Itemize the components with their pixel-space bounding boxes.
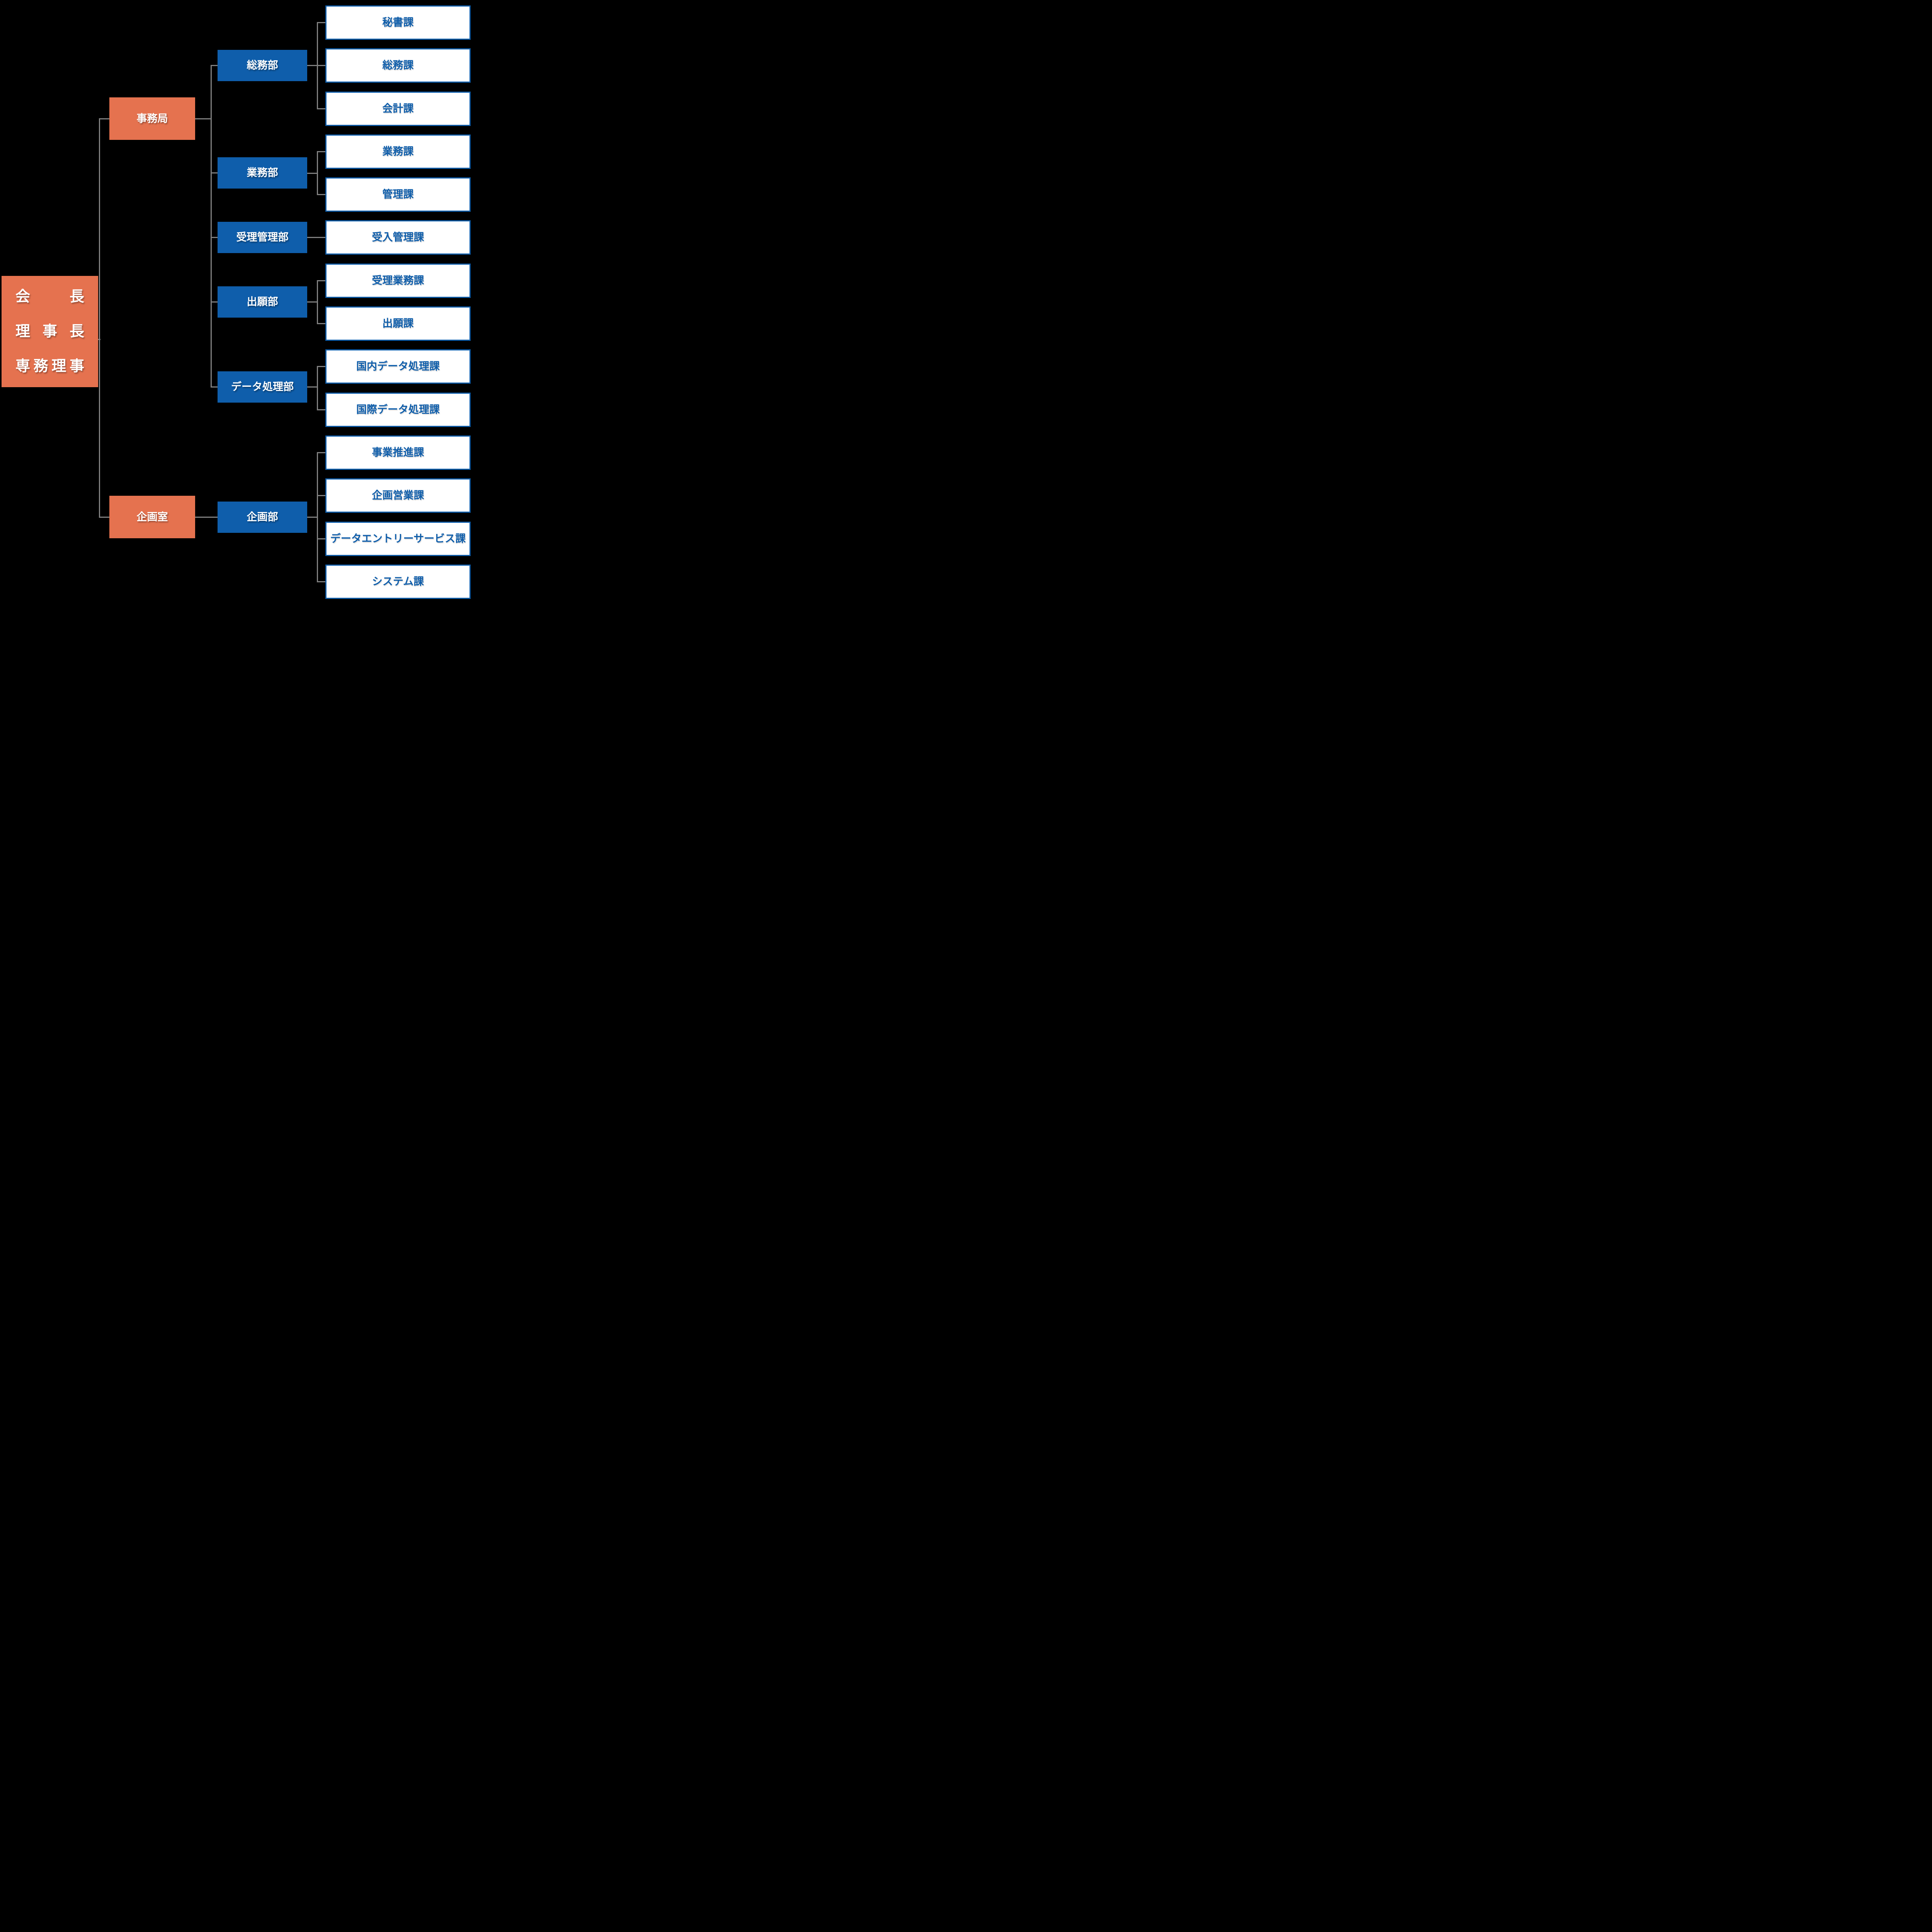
org-box-label: 出願課 bbox=[382, 318, 414, 329]
org-box-label: 企画部 bbox=[247, 511, 278, 523]
connector-branch-shutsuganbu bbox=[211, 301, 218, 303]
org-box-ukeirekanrika: 受入管理課 bbox=[325, 220, 471, 255]
org-box-dataentryserviceka: データエントリーサービス課 bbox=[325, 522, 471, 556]
org-box-datashoribu: データ処理部 bbox=[218, 371, 307, 403]
connector-somubu-out bbox=[307, 65, 325, 66]
org-box-label: 総務部 bbox=[247, 60, 278, 71]
org-box-label: 秘書課 bbox=[382, 17, 414, 28]
connector-kikakushitsu-out bbox=[195, 517, 218, 518]
connector-branch-jurigyomuka bbox=[317, 280, 325, 281]
connector-branch-kokusai bbox=[317, 409, 325, 410]
connector-branch-dataentry bbox=[317, 538, 325, 539]
org-box-gyomuka: 業務課 bbox=[325, 134, 471, 169]
connector-branch-kanrika bbox=[317, 194, 325, 195]
connector-branch-somubu bbox=[211, 65, 218, 66]
org-box-label: 国内データ処理課 bbox=[356, 361, 440, 372]
org-box-somubu: 総務部 bbox=[218, 50, 307, 81]
org-box-kikakushitsu: 企画室 bbox=[109, 496, 195, 538]
org-box-label: 受入管理課 bbox=[372, 231, 424, 243]
org-box-jurigyomuka: 受理業務課 bbox=[325, 264, 471, 298]
org-box-label: データ処理部 bbox=[231, 381, 294, 393]
org-box-label: 業務課 bbox=[382, 146, 414, 157]
connector-jimukyoku-out bbox=[195, 118, 211, 119]
connector-branch-jigyosuishin bbox=[317, 452, 325, 453]
connector-branch-gyomubu bbox=[211, 172, 218, 173]
org-box-label: 事業推進課 bbox=[372, 447, 424, 458]
org-box-label: 国際データ処理課 bbox=[356, 404, 440, 415]
org-box-shutsuganka: 出願課 bbox=[325, 306, 471, 341]
org-box-executive: 会長 理事長 専務理事 bbox=[2, 276, 98, 387]
connector-trunk-somubu bbox=[317, 22, 318, 109]
connector-datashoribu-out bbox=[307, 386, 317, 388]
org-box-kikakubu: 企画部 bbox=[218, 502, 307, 533]
org-box-gyomubu: 業務部 bbox=[218, 157, 307, 189]
executive-title-semmuriji: 専務理事 bbox=[15, 358, 84, 374]
connector-gyomubu-out bbox=[307, 173, 317, 174]
org-box-kokunai-datashorika: 国内データ処理課 bbox=[325, 349, 471, 384]
connector-shutsuganbu-out bbox=[307, 301, 317, 303]
connector-branch-kikakueigyo bbox=[317, 495, 325, 496]
org-box-kanrika: 管理課 bbox=[325, 177, 471, 212]
connector-branch-kokunai bbox=[317, 366, 325, 367]
connector-jurikanribu-out bbox=[307, 237, 325, 238]
connector-branch-jurikanribu bbox=[211, 237, 218, 238]
connector-kikakubu-out bbox=[307, 517, 317, 518]
org-box-label: 受理管理部 bbox=[236, 231, 289, 243]
org-box-hishoka: 秘書課 bbox=[325, 5, 471, 40]
connector-trunk-shutsuganbu bbox=[317, 280, 318, 324]
connector-branch-system bbox=[317, 581, 325, 582]
connector-kikakushitsu-in bbox=[99, 517, 109, 518]
org-box-label: 会計課 bbox=[382, 103, 414, 114]
org-box-label: システム課 bbox=[372, 576, 424, 587]
org-box-jigyosuishinka: 事業推進課 bbox=[325, 435, 471, 470]
connector-trunk-datashoribu bbox=[317, 366, 318, 410]
connector-trunk-gyomubu bbox=[317, 151, 318, 195]
connector-branch-gyomuka bbox=[317, 151, 325, 152]
connector-branch-datashoribu bbox=[211, 386, 218, 388]
org-box-label: 総務課 bbox=[382, 60, 414, 71]
executive-title-rijicho: 理事長 bbox=[15, 323, 84, 340]
connector-branch-hishoka bbox=[317, 22, 325, 23]
org-box-label: 企画室 bbox=[136, 511, 168, 523]
org-box-kokusai-datashorika: 国際データ処理課 bbox=[325, 393, 471, 427]
org-box-shutsuganbu: 出願部 bbox=[218, 286, 307, 318]
org-box-label: 業務部 bbox=[247, 167, 278, 179]
connector-jimukyoku-in bbox=[99, 118, 109, 119]
connector-trunk-kikakubu bbox=[317, 452, 318, 582]
org-box-jurikanribu: 受理管理部 bbox=[218, 222, 307, 253]
org-chart: 会長 理事長 専務理事 事務局 企画室 総務部 業務部 受理管理部 出願部 デー… bbox=[0, 0, 478, 600]
org-box-label: 管理課 bbox=[382, 189, 414, 200]
connector-branch-kaikeika bbox=[317, 108, 325, 109]
org-box-kaikeika: 会計課 bbox=[325, 92, 471, 126]
org-box-label: 出願部 bbox=[247, 296, 278, 308]
connector-trunk-jimukyoku bbox=[211, 65, 212, 388]
org-box-jimukyoku: 事務局 bbox=[109, 97, 195, 140]
org-box-kikakueigyoka: 企画営業課 bbox=[325, 478, 471, 513]
org-box-systemka: システム課 bbox=[325, 565, 471, 599]
connector-branch-shutsuganka bbox=[317, 323, 325, 324]
org-box-label: 受理業務課 bbox=[372, 275, 424, 286]
connector-trunk-executive bbox=[99, 118, 100, 518]
org-box-label: 企画営業課 bbox=[372, 490, 424, 501]
org-box-label: データエントリーサービス課 bbox=[330, 533, 466, 544]
org-box-somuka: 総務課 bbox=[325, 48, 471, 83]
org-box-label: 事務局 bbox=[136, 112, 168, 124]
executive-title-kaicho: 会長 bbox=[15, 289, 84, 305]
